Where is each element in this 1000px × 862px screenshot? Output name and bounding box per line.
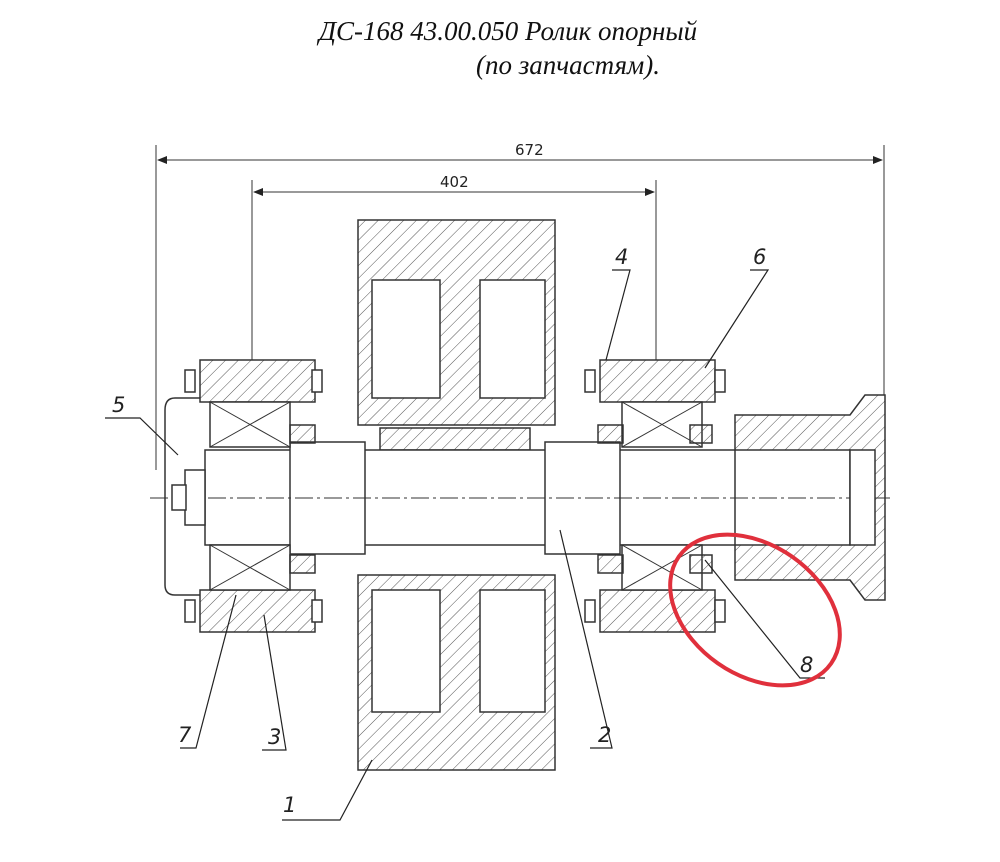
left-bearing-housing	[184, 359, 323, 633]
dimension-402-label: 402	[440, 173, 469, 191]
drawing-title: ДС-168 43.00.050 Ролик опорный	[318, 16, 698, 46]
callout-6: 6	[753, 245, 766, 269]
drawing-subtitle: (по запчастям).	[476, 50, 660, 80]
callout-5: 5	[112, 393, 125, 417]
callout-8: 8	[800, 653, 813, 677]
callout-1: 1	[283, 793, 296, 817]
right-bearing-housing	[584, 359, 726, 633]
callout-3: 3	[268, 725, 281, 749]
callout-2: 2	[598, 723, 611, 747]
callout-4: 4	[615, 245, 628, 269]
callout-7: 7	[178, 723, 192, 747]
dimension-402	[251, 180, 657, 360]
dimension-672	[155, 145, 885, 470]
dimension-672-label: 672	[515, 141, 544, 159]
highlight-ellipse	[668, 532, 842, 688]
leader-lines	[105, 269, 825, 821]
left-cover	[164, 397, 206, 596]
right-flange	[734, 394, 886, 601]
shaft	[150, 441, 890, 555]
